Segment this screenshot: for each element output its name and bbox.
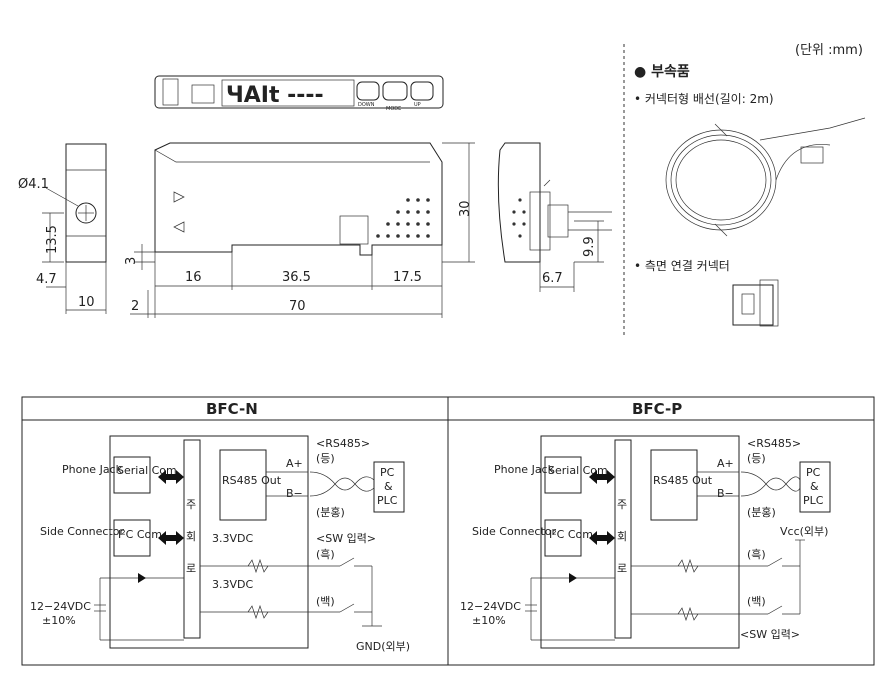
p-white: (백): [747, 595, 766, 608]
side-view: 30 3 16 36.5 17.5 2 70: [124, 142, 475, 318]
dim-6-7: 6.7: [542, 271, 563, 286]
end-view: 9.9 6.7: [497, 142, 612, 292]
n-white: (백): [316, 595, 335, 608]
dim-2: 2: [131, 299, 139, 314]
accessories: ● 부속품 • 커넥터형 배선(길이: 2m) • 측면 연결 커넥터: [634, 64, 866, 327]
accessories-heading: ● 부속품: [634, 64, 690, 80]
n-rs485-out: RS485 Out: [222, 474, 282, 487]
p-main-3: 로: [617, 562, 627, 575]
n-pc: PC: [380, 466, 395, 479]
dim-10: 10: [78, 295, 95, 310]
dim-17-5: 17.5: [393, 270, 422, 285]
top-view: ЧAIt ---- DOWN MODE UP: [154, 75, 444, 112]
n-amp: &: [384, 480, 393, 493]
n-gnd: GND(외부): [356, 640, 410, 653]
display-text: ЧAIt ----: [226, 83, 324, 108]
down-button[interactable]: [356, 81, 380, 101]
n-tolerance: ±10%: [42, 614, 76, 627]
p-black: (흑): [747, 547, 766, 561]
n-supply: 12−24VDC: [30, 600, 91, 613]
up-label: UP: [414, 102, 421, 108]
n-pink: (분홍): [316, 505, 345, 519]
p-rs485-out: RS485 Out: [653, 474, 713, 487]
cable-label: • 커넥터형 배선(길이: 2m): [634, 92, 774, 106]
dim-hole: Ø4.1: [18, 177, 49, 192]
dim-13-5: 13.5: [45, 225, 60, 254]
dim-9-9: 9.9: [582, 236, 597, 257]
p-phone-jack: Phone Jack: [494, 463, 555, 476]
p-sw-input: <SW 입력>: [740, 628, 800, 641]
p-b-minus: B−: [717, 487, 734, 500]
n-b-minus: B−: [286, 487, 303, 500]
p-amp: &: [810, 480, 819, 493]
n-plc: PLC: [377, 494, 398, 507]
n-vdc2: 3.3VDC: [212, 578, 253, 591]
p-i2c: I²C Com: [549, 528, 593, 541]
bfc-n-title: BFC-N: [206, 400, 258, 418]
dim-70: 70: [289, 299, 306, 314]
n-main-2: 회: [186, 530, 196, 543]
bfc-p-title: BFC-P: [632, 400, 682, 418]
dim-3: 3: [124, 257, 139, 265]
n-phone-jack: Phone Jack: [62, 463, 123, 476]
p-plc: PLC: [803, 494, 824, 507]
down-label: DOWN: [358, 102, 375, 108]
p-rs485-tag: <RS485>: [747, 437, 801, 450]
side-connector-label: • 측면 연결 커넥터: [634, 259, 730, 273]
p-a-plus: A+: [717, 457, 734, 470]
dim-4-7: 4.7: [36, 272, 57, 287]
n-main-3: 로: [186, 562, 196, 575]
n-main-1: 주: [186, 498, 196, 511]
n-vdc1: 3.3VDC: [212, 532, 253, 545]
dim-30: 30: [458, 200, 473, 217]
bfc-p-circuit: Phone Jack Serial Com Side Connector I²C…: [460, 435, 831, 649]
n-side-connector: Side Connector: [40, 525, 124, 538]
mode-button[interactable]: [382, 81, 408, 101]
p-pc: PC: [806, 466, 821, 479]
p-tolerance: ±10%: [472, 614, 506, 627]
mode-label: MODE: [386, 106, 401, 112]
n-i2c: I²C Com: [118, 528, 162, 541]
p-vcc: Vcc(외부): [780, 525, 828, 538]
p-orange: (등): [747, 452, 766, 465]
unit-note: (단위 :mm): [795, 43, 863, 58]
side-connector-image: [732, 284, 774, 326]
n-orange: (등): [316, 452, 335, 465]
front-view: Ø4.1 13.5 4.7 10: [18, 143, 107, 314]
dim-36-5: 36.5: [282, 270, 311, 285]
p-main-2: 회: [617, 530, 627, 543]
p-supply: 12−24VDC: [460, 600, 521, 613]
up-button[interactable]: [410, 81, 434, 101]
dim-16: 16: [185, 270, 202, 285]
n-sw-input: <SW 입력>: [316, 532, 376, 545]
p-side-connector: Side Connector: [472, 525, 556, 538]
p-pink: (분홍): [747, 505, 776, 519]
n-a-plus: A+: [286, 457, 303, 470]
n-rs485-tag: <RS485>: [316, 437, 370, 450]
n-black: (흑): [316, 547, 335, 561]
bfc-n-circuit: Phone Jack Serial Com Side Connector I²C…: [30, 435, 410, 653]
p-main-1: 주: [617, 498, 627, 511]
